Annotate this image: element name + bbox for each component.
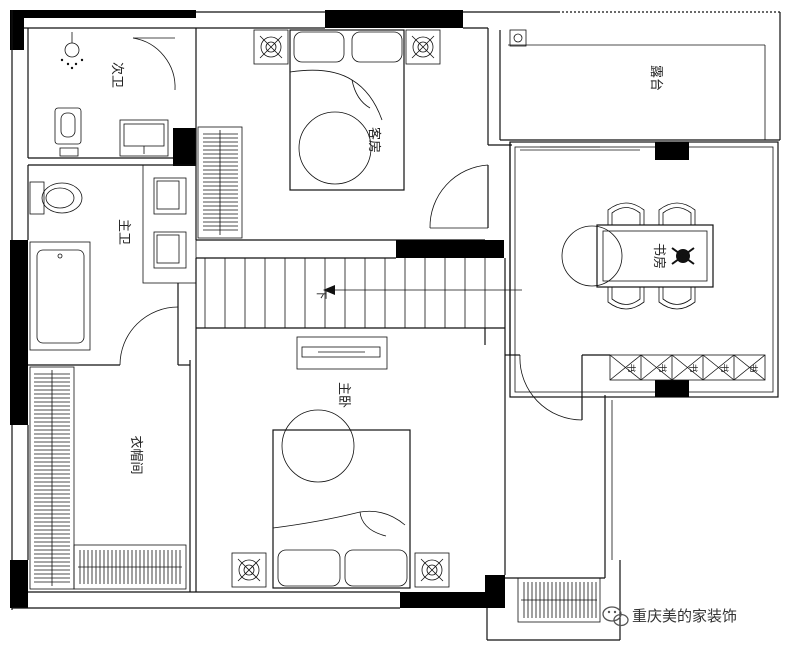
staircase: [195, 257, 522, 329]
study-desk: [561, 224, 714, 288]
book-label: 书: [687, 363, 698, 372]
nightstand-lamp-icon: [253, 29, 289, 65]
second-bath-area: [28, 28, 197, 166]
master-bed: [272, 409, 411, 589]
label-guest-room: 客房: [366, 127, 382, 153]
label-terrace: 露台: [648, 65, 663, 91]
nightstand-lamp-icon: [231, 552, 267, 588]
study-chairs: [607, 202, 696, 310]
bookshelf: [609, 354, 766, 381]
label-walk-in-closet: 衣帽间: [128, 435, 144, 474]
stair-direction-arrow-icon: [323, 285, 522, 295]
toilet-icon: [29, 181, 83, 215]
shower-head-icon: [60, 32, 84, 70]
wardrobe-hangers: [34, 133, 597, 618]
squat-toilet-icon: [54, 107, 82, 157]
watermark-text: 重庆美的家装饰: [632, 607, 737, 625]
guest-bed: [289, 29, 405, 191]
wechat-icon: [602, 606, 629, 627]
master-bedroom-area: [195, 328, 613, 623]
nightstand-lamp-icon: [405, 29, 441, 65]
label-stair-down: 下: [315, 289, 328, 300]
bathtub-icon: [29, 241, 91, 351]
study-area: [504, 141, 779, 421]
wardrobe-bottom: [73, 544, 187, 590]
guest-wardrobe: [197, 126, 243, 239]
master-bath-area: [28, 164, 197, 366]
sink-icon: [119, 119, 169, 157]
book-label: 书: [656, 363, 667, 372]
double-sink-icon: [153, 177, 187, 269]
label-master-bath: 主卫: [116, 219, 131, 245]
nightstand-lamp-icon: [414, 552, 450, 588]
desk-plant-icon: [671, 247, 695, 265]
walk-in-closet-area: [29, 360, 191, 592]
watermark: 重庆美的家装饰: [602, 606, 737, 627]
book-label: 书: [747, 363, 758, 372]
book-label: 书: [625, 363, 636, 372]
guest-room-area: [195, 28, 512, 258]
terrace-area: [499, 29, 780, 141]
tv-icon: [296, 336, 388, 370]
book-label: 书: [718, 363, 729, 372]
outer-walls: [10, 10, 781, 641]
label-second-bath: 次卫: [109, 62, 125, 88]
label-master-bedroom: 主卧: [336, 382, 351, 408]
label-study: 书房: [651, 243, 667, 269]
